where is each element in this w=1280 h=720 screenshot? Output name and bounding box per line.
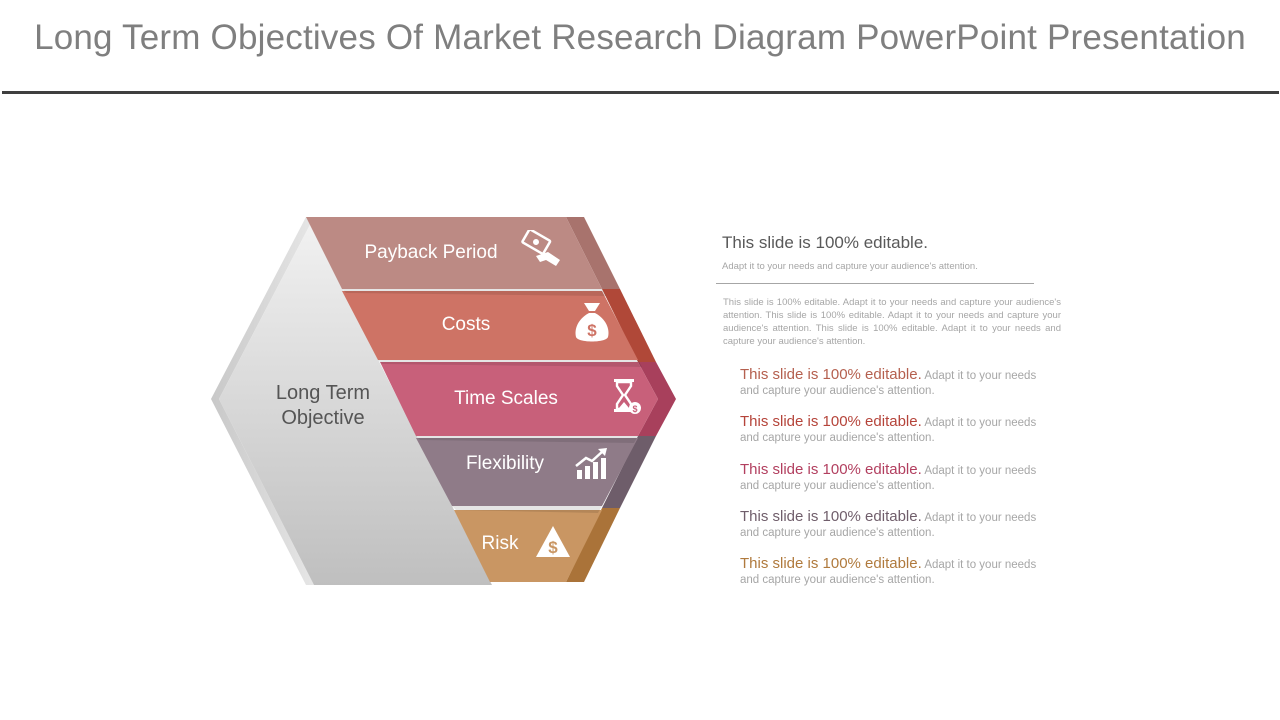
slide-title: Long Term Objectives Of Market Research … [34,18,1246,57]
segment-label-flexibility: Flexibility [465,453,545,474]
growth-chart-icon [575,448,607,479]
segment-time-scales [380,362,658,436]
title-divider [2,91,1279,94]
segment-costs [342,291,638,360]
list-item-lead: This slide is 100% editable. [740,508,922,525]
list-item: This slide is 100% editable. Adapt it to… [740,556,1040,588]
segment-label-costs: Costs [441,314,491,335]
list-item-text: Adapt it to your needs and capture your … [740,559,1037,586]
segment-shadow [342,289,606,296]
svg-text:$: $ [587,321,597,340]
segment-side-risk [566,508,620,582]
list-item-text: Adapt it to your needs and capture your … [740,465,1037,492]
segment-shadow [378,360,642,367]
list-item: This slide is 100% editable. Adapt it to… [740,367,1040,399]
list-item: This slide is 100% editable. Adapt it to… [740,462,1040,494]
list-item-lead: This slide is 100% editable. [740,461,922,478]
segment-side-time [638,362,676,436]
segment-risk [454,510,602,582]
segment-payback-period [306,217,602,289]
segment-shadow [452,506,602,513]
intro-subheading: Adapt it to your needs and capture your … [722,261,978,272]
money-hand-icon [521,230,560,266]
list-item: This slide is 100% editable. Adapt it to… [740,414,1040,446]
list-item-text: Adapt it to your needs and capture your … [740,512,1037,539]
list-item-lead: This slide is 100% editable. [740,555,922,572]
segment-flexibility [416,438,638,506]
intro-heading: This slide is 100% editable. [722,233,929,252]
segment-side-payback [566,217,620,289]
svg-text:$: $ [632,404,637,414]
list-item-lead: This slide is 100% editable. [740,366,922,383]
center-label: Long Term Objective [275,382,371,429]
intro-body: This slide is 100% editable. Adapt it to… [723,297,1061,347]
center-wedge [219,217,492,585]
segment-side-costs [602,289,656,362]
list-item-lead: This slide is 100% editable. [740,413,922,430]
segment-label-risk: Risk [481,533,519,554]
svg-text:$: $ [548,538,558,557]
warning-dollar-icon: $ [536,526,570,557]
intro-divider [716,283,1034,284]
segment-label-time-scales: Time Scales [454,388,558,409]
hourglass-icon: $ [614,379,641,414]
segment-shadow [416,436,638,443]
segment-side-flex [602,436,656,508]
list-item-text: Adapt it to your needs and capture your … [740,417,1037,444]
money-bag-icon: $ [575,303,609,342]
list-item-text: Adapt it to your needs and capture your … [740,370,1037,397]
list-item: This slide is 100% editable. Adapt it to… [740,509,1040,541]
segment-label-payback-period: Payback Period [364,242,498,263]
